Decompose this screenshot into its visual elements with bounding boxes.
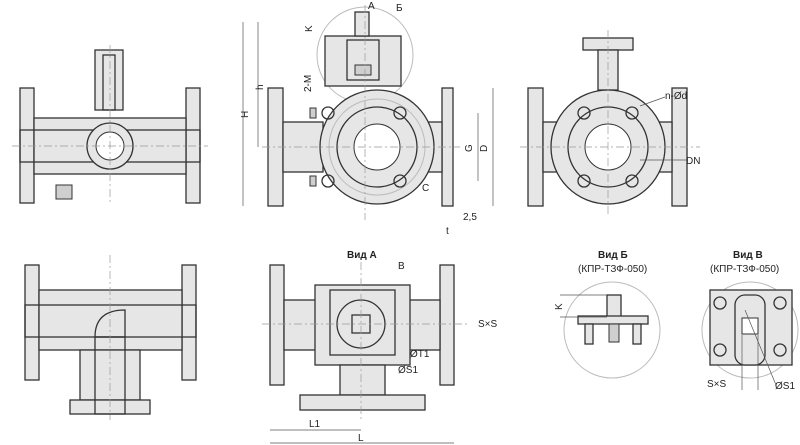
view-b bbox=[560, 281, 661, 379]
side-view bbox=[520, 30, 700, 215]
label-t: t bbox=[446, 226, 449, 237]
label-v-callout: В bbox=[398, 261, 405, 272]
view-v-title: Вид В bbox=[733, 250, 763, 261]
label-sxs-v: S×S bbox=[707, 379, 727, 390]
label-k-b: K bbox=[554, 303, 565, 310]
front-view bbox=[242, 5, 494, 220]
label-k: K bbox=[304, 25, 315, 32]
view-v bbox=[701, 281, 799, 390]
label-a-arrow: A bbox=[368, 1, 375, 12]
view-a-title: Вид А bbox=[347, 250, 377, 261]
view-a bbox=[262, 262, 470, 444]
section-view-t-port bbox=[12, 45, 208, 205]
label-H: H bbox=[240, 111, 251, 118]
section-view-l-port bbox=[24, 255, 197, 420]
label-2-5: 2,5 bbox=[463, 212, 477, 223]
label-dn: DN bbox=[686, 156, 700, 167]
label-c: C bbox=[422, 183, 429, 194]
label-2m: 2-M bbox=[303, 75, 314, 92]
label-s1-v: ØS1 bbox=[775, 381, 795, 392]
label-s1-a: ØS1 bbox=[398, 365, 418, 376]
label-n-d: n-Ød bbox=[665, 91, 687, 102]
label-d: D bbox=[479, 145, 490, 152]
view-v-model: (КПР-ТЗФ-050) bbox=[710, 264, 779, 275]
label-b-callout: Б bbox=[396, 3, 403, 14]
label-l1: L1 bbox=[309, 419, 321, 430]
view-b-model: (КПР-ТЗФ-050) bbox=[578, 264, 647, 275]
view-b-title: Вид Б bbox=[598, 250, 628, 261]
label-sxs-a: S×S bbox=[478, 319, 498, 330]
label-t1: ØT1 bbox=[410, 349, 430, 360]
label-h: h bbox=[255, 84, 266, 90]
label-l: L bbox=[358, 433, 364, 444]
label-g: G bbox=[464, 144, 475, 152]
